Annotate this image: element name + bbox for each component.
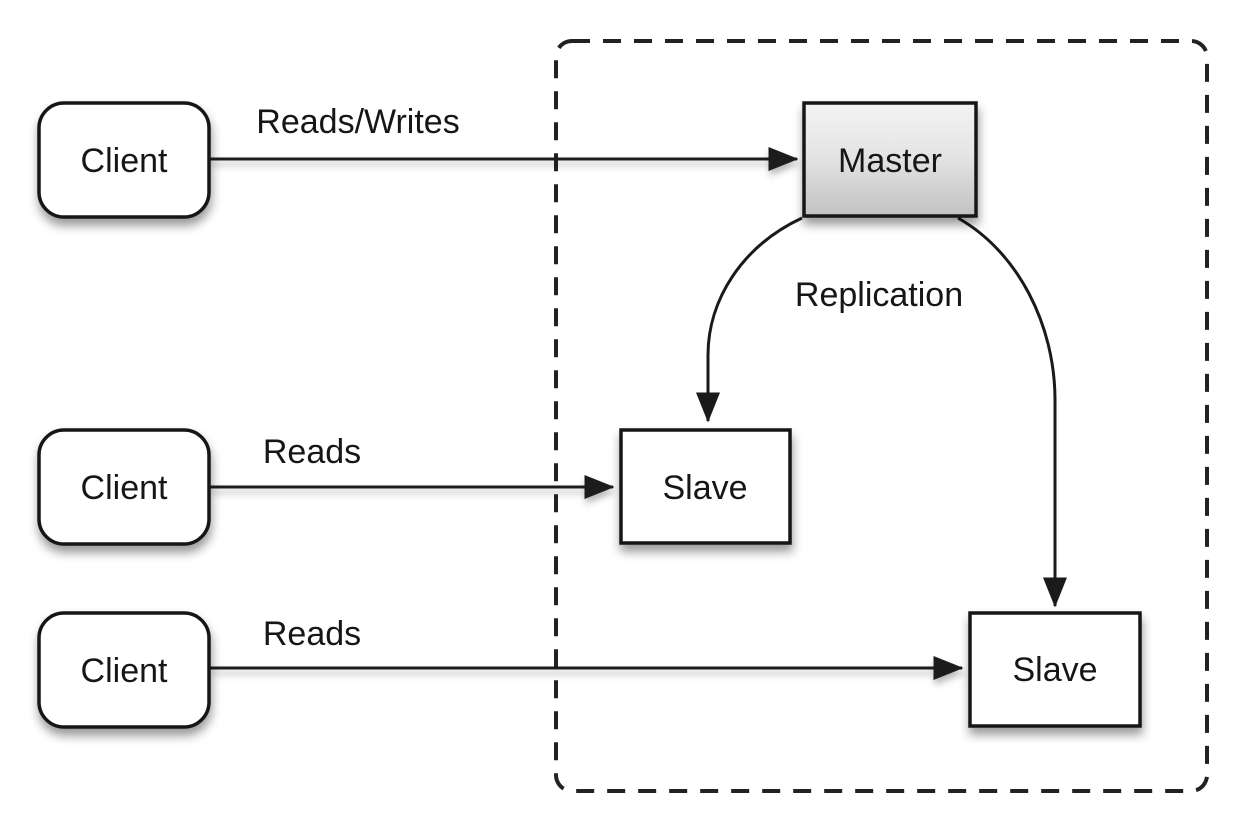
edge-label-reads-writes: Reads/Writes [256,103,459,141]
edge-replication-right [957,216,1067,608]
client-label-1: Client [81,142,168,180]
slave-node-1 [619,428,792,545]
edge-replication-left [696,216,803,423]
master-node [802,101,978,218]
client-label-3: Client [81,652,168,690]
edge-label-replication: Replication [795,276,963,314]
slave-node-2 [968,611,1142,728]
edge-label-reads-bottom: Reads [263,615,361,653]
replication-edges [696,216,1067,608]
client-label-2: Client [81,469,168,507]
edge-label-reads-middle: Reads [263,433,361,471]
slave-nodes: Slave Slave [619,428,1142,728]
client-edges [210,147,964,680]
client-node-2 [37,428,211,546]
client-nodes: Client Client Client [37,101,211,729]
replication-cluster-boundary [554,39,1209,793]
master-label: Master [838,142,942,180]
slave-label-1: Slave [662,469,747,507]
client-node-3 [37,611,211,729]
client-node-1 [37,101,211,219]
master-node-group: Master [802,101,978,218]
slave-label-2: Slave [1012,651,1097,689]
